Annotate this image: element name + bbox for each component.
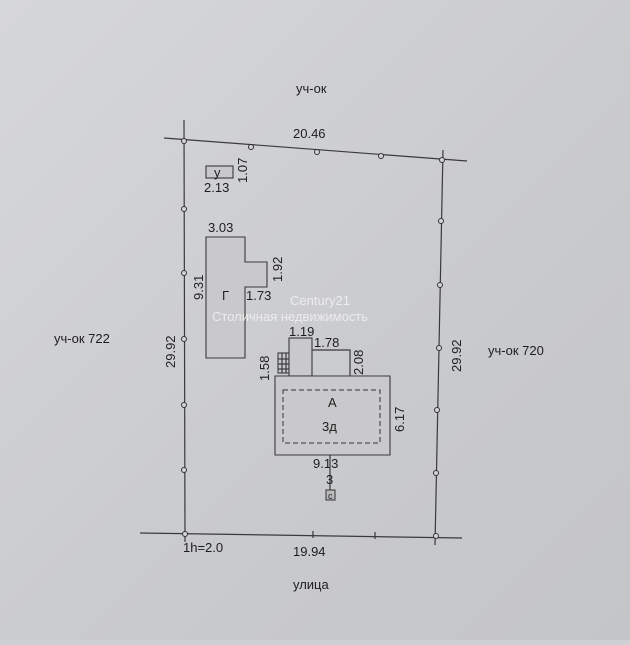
dim-south: 19.94	[293, 544, 326, 559]
shed-depth: 1.07	[235, 158, 250, 183]
porch-width: 1.19	[289, 324, 314, 339]
porch-depth: 1.58	[257, 356, 272, 381]
height-mark: 1h=2.0	[183, 540, 223, 555]
shed: у 2.13 1.07	[204, 158, 250, 195]
dim-west: 29.92	[163, 335, 178, 368]
garage-width: 3.03	[208, 220, 233, 235]
garage-length: 9.31	[191, 275, 206, 300]
dim-east: 29.92	[449, 339, 464, 372]
garage-ext-width: 1.73	[246, 288, 271, 303]
house-setback: 3	[326, 472, 333, 487]
watermark-line2: Столичная недвижимость	[212, 309, 368, 324]
house-floors: 3д	[322, 419, 337, 434]
shed-width: 2.13	[204, 180, 229, 195]
house: А 3д 1.19 1.58 1.78 2.08 6.17 9.13 3 с	[257, 324, 407, 501]
shed-letter: у	[214, 165, 221, 180]
survey-points	[181, 138, 445, 539]
terrace-width: 1.78	[314, 335, 339, 350]
stairs	[277, 352, 290, 374]
house-letter: А	[328, 395, 337, 410]
house-footprint-dashed	[282, 389, 381, 444]
house-width: 9.13	[313, 456, 338, 471]
label-north: уч-ок	[296, 81, 327, 96]
boundary-south	[139, 532, 463, 539]
garage-letter: Г	[222, 288, 229, 303]
label-east: уч-ок 720	[488, 343, 544, 358]
boundary-west	[183, 119, 186, 543]
porch	[288, 337, 313, 377]
house-depth: 6.17	[392, 407, 407, 432]
label-west: уч-ок 722	[54, 331, 110, 346]
garage-ext-length: 1.92	[270, 257, 285, 282]
garage: 3.03 9.31 1.92 1.73 Г	[191, 220, 285, 359]
terrace-depth: 2.08	[351, 350, 366, 375]
label-south: улица	[293, 577, 330, 592]
watermark-line1: Century21	[290, 293, 350, 308]
dim-north: 20.46	[293, 126, 326, 141]
utility-mark: с	[328, 491, 333, 501]
